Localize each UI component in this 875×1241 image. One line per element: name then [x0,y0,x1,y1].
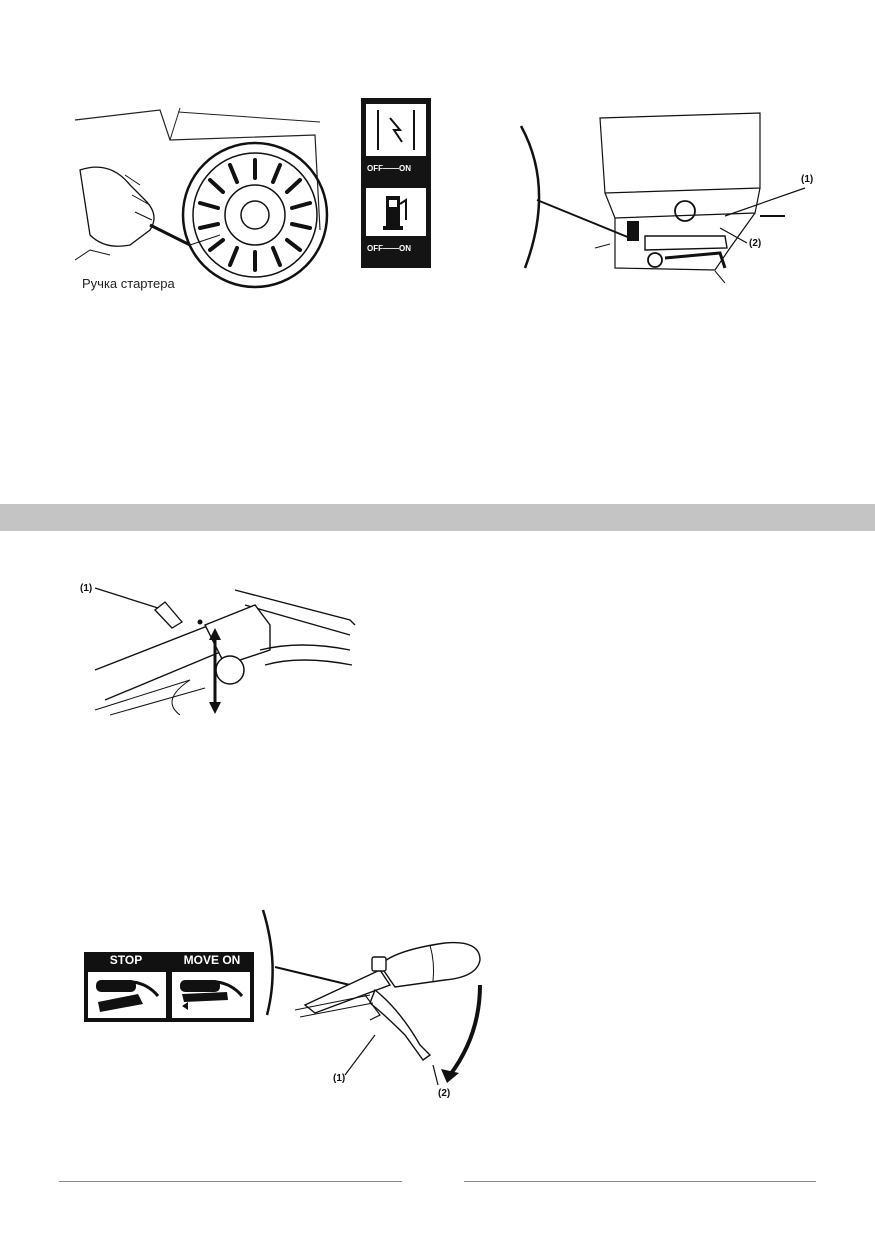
switch-decal-panel: OFF——ON OFF——ON [361,98,431,268]
stop-header: STOP [84,952,168,968]
lever-callout-2: (2) [438,1088,451,1099]
engine-callout-1: (1) [801,174,814,185]
move-on-label: MOVE ON [183,953,241,967]
clutch-decal: STOP MOVE ON [84,952,254,1022]
lever-callout-1: (1) [333,1073,346,1084]
move-on-header: MOVE ON [170,952,254,968]
lever-released-icon [96,980,160,1012]
footer-rule-left [59,1181,402,1182]
handle-callout-1: (1) [80,583,93,594]
clutch-lever-illustration [261,909,482,1086]
engine-switch-illustration [519,112,806,284]
fuel-valve-label: OFF——ON [367,244,411,253]
starter-handle-caption: Ручка стартера [82,276,175,291]
lever-squeezed-icon [180,980,244,1010]
stop-pictogram [88,972,166,1018]
recoil-starter-illustration [74,107,329,289]
stop-label: STOP [109,953,143,967]
engine-switch-window [366,104,426,156]
engine-switch-icon [377,110,415,150]
move-on-pictogram [172,972,250,1018]
section-divider-band [0,504,875,531]
engine-callout-2: (2) [749,238,762,249]
footer-rule-right [464,1181,816,1182]
fuel-valve-window [366,188,426,236]
engine-switch-label: OFF——ON [367,164,411,173]
fuel-pump-icon [383,196,407,230]
handlebar-adjust-illustration [94,587,356,716]
